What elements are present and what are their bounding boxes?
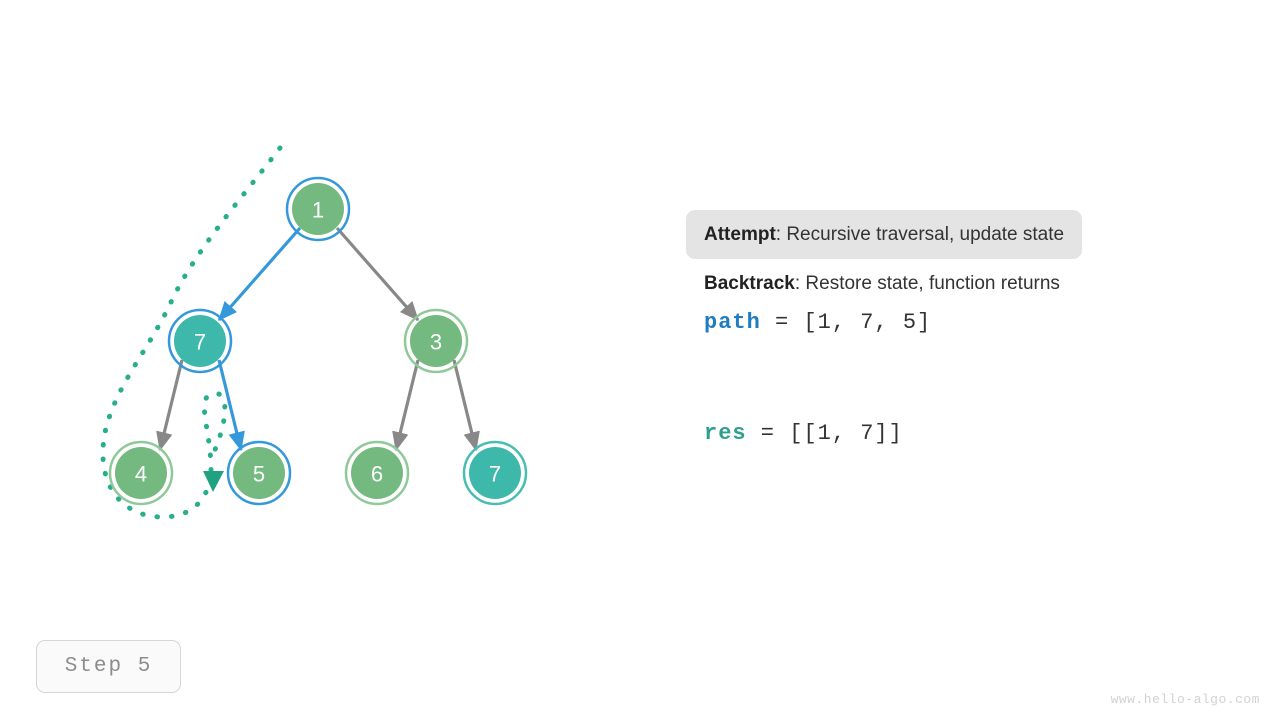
backtrack-dotted-loop bbox=[201, 390, 228, 473]
node-1-circle bbox=[292, 183, 344, 235]
edge-7-4 bbox=[156, 359, 184, 452]
step-badge: Step 5 bbox=[36, 640, 181, 693]
edge-3-7 bbox=[452, 359, 480, 452]
tree-edges-group bbox=[156, 226, 480, 452]
node-4-circle bbox=[115, 447, 167, 499]
path-variable-line: path = [1, 7, 5] bbox=[686, 310, 1206, 335]
recursion-tree-figure: 1 7 3 4 5 bbox=[100, 145, 528, 520]
node-6-ring bbox=[344, 440, 410, 506]
backtrack-arrowhead-icon bbox=[203, 471, 224, 492]
tree-node-7-right[interactable]: 7 bbox=[462, 440, 528, 506]
watermark-text: www.hello-algo.com bbox=[1110, 692, 1260, 707]
watermark: www.hello-algo.com bbox=[1111, 692, 1260, 707]
node-3-circle bbox=[410, 315, 462, 367]
tree-node-6[interactable]: 6 bbox=[344, 440, 410, 506]
node-5-circle bbox=[233, 447, 285, 499]
res-variable-value: = [[1, 7]] bbox=[746, 421, 903, 446]
node-1-ring bbox=[285, 176, 351, 242]
node-3-ring bbox=[403, 308, 469, 374]
edge-7-5 bbox=[217, 359, 245, 452]
backtrack-path-group bbox=[100, 145, 283, 520]
backtrack-term: Backtrack bbox=[704, 273, 795, 294]
edge-3-6 bbox=[392, 359, 420, 452]
attempt-text: : Recursive traversal, update state bbox=[775, 224, 1065, 245]
backtrack-description: Backtrack: Restore state, function retur… bbox=[686, 259, 1206, 296]
attempt-description: Attempt: Recursive traversal, update sta… bbox=[686, 210, 1083, 259]
attempt-term: Attempt bbox=[704, 224, 776, 245]
node-4-ring bbox=[108, 440, 174, 506]
edge-1-3 bbox=[335, 226, 420, 322]
backtrack-text: : Restore state, function returns bbox=[794, 273, 1060, 294]
node-7-right-ring bbox=[462, 440, 528, 506]
tree-node-4[interactable]: 4 bbox=[108, 440, 174, 506]
node-7-left-circle bbox=[174, 315, 226, 367]
tree-node-1[interactable]: 1 bbox=[285, 176, 351, 242]
tree-svg-canvas: 1 7 3 4 5 bbox=[100, 145, 528, 520]
path-variable-value: = [1, 7, 5] bbox=[760, 310, 932, 335]
path-variable-name: path bbox=[704, 310, 761, 335]
node-5-ring bbox=[226, 440, 292, 506]
node-7-right-circle bbox=[469, 447, 521, 499]
backtrack-dotted-path bbox=[100, 145, 283, 520]
step-badge-label: Step 5 bbox=[64, 655, 153, 678]
tree-node-3[interactable]: 3 bbox=[403, 308, 469, 374]
tree-node-5[interactable]: 5 bbox=[226, 440, 292, 506]
tree-nodes-group: 1 7 3 4 5 bbox=[108, 176, 528, 506]
tree-node-7-left[interactable]: 7 bbox=[167, 308, 233, 374]
node-7-left-ring bbox=[167, 308, 233, 374]
res-variable-line: res = [[1, 7]] bbox=[686, 421, 1206, 446]
res-variable-name: res bbox=[704, 421, 747, 446]
edge-1-7 bbox=[217, 226, 302, 322]
info-panel: Attempt: Recursive traversal, update sta… bbox=[686, 210, 1206, 446]
node-6-circle bbox=[351, 447, 403, 499]
